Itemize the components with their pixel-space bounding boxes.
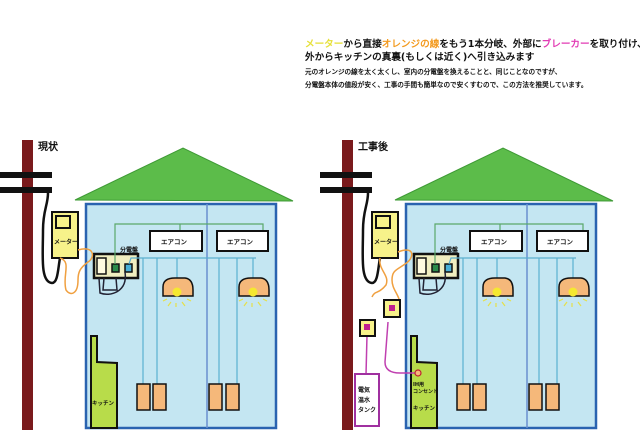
orange-wire	[59, 248, 94, 295]
magenta-wire	[384, 321, 415, 374]
headline-line-1: メーターから直接オレンジの線をもう1本分岐、外部にブレーカーを取り付け、	[305, 38, 640, 51]
breaker-panel-label: 分電盤	[440, 246, 459, 254]
orange-wire	[391, 249, 413, 306]
magenta-wire	[365, 334, 368, 376]
aircon-label: エアコン	[547, 238, 574, 246]
breaker-switch-icon	[364, 324, 370, 330]
water-heater-tank	[354, 373, 380, 427]
aircon-label: エアコン	[161, 238, 188, 246]
body-line-2: 分電盤本体の値段が安く、工事の手間も簡単なので安くすむので、この方法を推奨してい…	[305, 81, 588, 89]
panel-title: 現状	[38, 140, 59, 153]
ih-outlet-label: コンセント	[413, 389, 438, 395]
house-diagram-before	[0, 138, 295, 430]
meter-highlight: メーター	[305, 39, 344, 50]
ih-outlet-label: IH用	[413, 381, 424, 388]
aircon-label: エアコン	[481, 238, 508, 246]
headline-text: をもう1本分岐、外部に	[439, 39, 542, 50]
breaker-panel-label: 分電盤	[120, 246, 139, 254]
panel-title: 工事後	[358, 140, 389, 153]
aircon-label: エアコン	[227, 238, 254, 246]
headline-text: から直接	[343, 39, 382, 50]
ih-outlet-icon	[414, 369, 422, 377]
tank-label: 温水	[358, 396, 371, 404]
headline-line-2: 外からキッチンの真裏(もしくは近く)へ引き込みます	[305, 52, 535, 63]
orange-wire-branch	[371, 257, 388, 298]
orange-wire-highlight: オレンジの線	[381, 39, 440, 50]
panel-before: 現状 メーター 分電盤 エアコン エアコン キッチン	[0, 138, 295, 430]
tank-label: タンク	[358, 406, 376, 414]
breaker-highlight: ブレーカー	[541, 39, 590, 50]
explanation-text: メーターから直接オレンジの線をもう1本分岐、外部にブレーカーを取り付け、 外から…	[305, 38, 640, 90]
tank-label: 電気	[358, 386, 370, 394]
panel-after: 工事後 メーター 分電盤 エアコン エアコン IH用 コンセント キッチン 電気…	[318, 138, 615, 430]
kitchen-label: キッチン	[413, 405, 436, 412]
meter-label: メーター	[54, 238, 78, 246]
headline-text: を取り付け、	[589, 39, 640, 50]
kitchen-label: キッチン	[92, 400, 115, 407]
body-line-1: 元のオレンジの線を太く太くし、室内の分電盤を換えることと、同じことなのですが、	[305, 68, 562, 76]
breaker-switch-icon	[389, 305, 395, 311]
meter-label: メーター	[374, 238, 398, 246]
